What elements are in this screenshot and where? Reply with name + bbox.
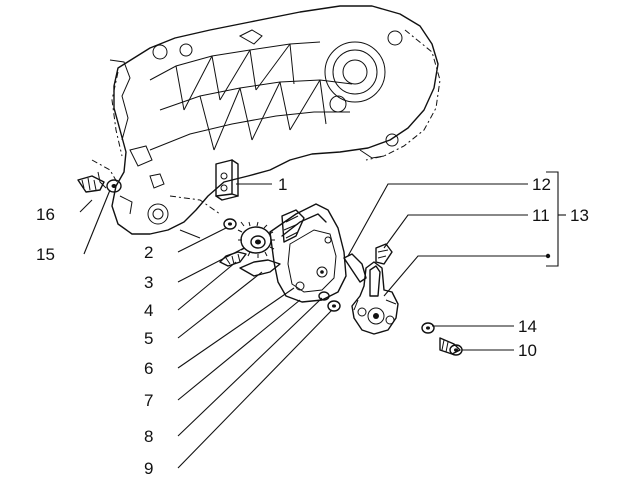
callout-10: 10: [518, 341, 537, 360]
part-5-link: [239, 259, 281, 277]
callout-9: 9: [144, 459, 153, 478]
part-14-washer: [421, 322, 435, 334]
pump-body-assembly: [351, 261, 399, 335]
part-15-washer: [106, 179, 122, 193]
callout-2: 2: [144, 243, 153, 262]
part-10-bolt: [439, 337, 463, 356]
callout-8: 8: [144, 427, 153, 446]
part-16-bolt: [77, 175, 105, 193]
callout-3: 3: [144, 273, 153, 292]
part-4-belt-segment: [219, 251, 247, 267]
part-9-screw: [327, 300, 341, 312]
part-1-block: [215, 159, 239, 201]
part-8-screw: [318, 291, 330, 301]
central-cover-housing: [269, 203, 347, 303]
callout-13: 13: [570, 206, 589, 225]
part-3-gear: [237, 221, 275, 258]
callout-labels: 1 2 3 4 5 6 7 8 9 10 11 12 13 14 15 16: [36, 175, 589, 478]
callout-1: 1: [278, 175, 287, 194]
part-2-washer: [223, 218, 237, 230]
part-12-seal: [343, 253, 367, 283]
callout-12: 12: [532, 175, 551, 194]
callout-15: 15: [36, 245, 55, 264]
crankcase-housing: [91, 5, 441, 239]
callout-5: 5: [144, 329, 153, 348]
callout-11: 11: [532, 206, 550, 225]
callout-14: 14: [518, 317, 537, 336]
callout-16: 16: [36, 205, 55, 224]
callout-7: 7: [144, 391, 153, 410]
leader-lines: [79, 171, 566, 469]
callout-4: 4: [144, 301, 153, 320]
part-11-segment: [375, 243, 393, 265]
callout-6: 6: [144, 359, 153, 378]
